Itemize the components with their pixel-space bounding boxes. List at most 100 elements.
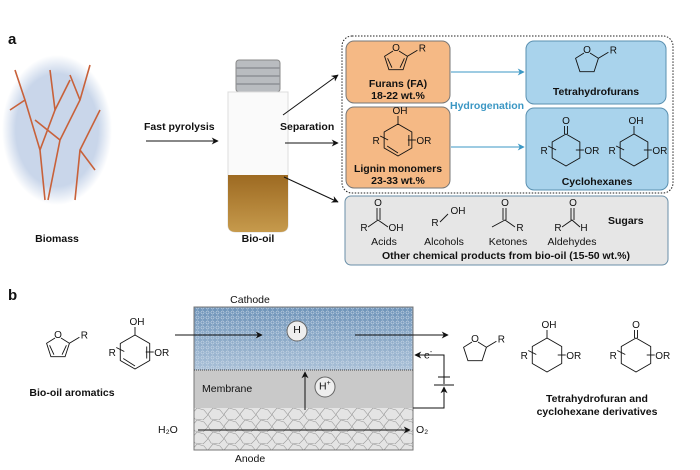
atom-label: R (419, 43, 426, 54)
alcohol-structure: R OH (431, 206, 465, 229)
tetrahydrofurans-box (525, 40, 667, 105)
atom-label: OR (566, 351, 581, 362)
ketone-structure: OR (491, 198, 524, 234)
phenol-structure-b: OH R OR (109, 317, 169, 370)
hydrogenation-label: Hydrogenation (450, 100, 525, 112)
membrane-label: Membrane (202, 383, 253, 395)
atom-label: O (54, 330, 62, 341)
separation-label: Separation (280, 121, 335, 133)
atom-label: OH (130, 317, 145, 328)
atom-label: R (610, 45, 617, 56)
h-plus-label: H+ (319, 380, 331, 393)
furans-name: Furans (FA) (368, 78, 428, 90)
atom-label: OR (655, 351, 670, 362)
electron-charge: - (429, 349, 433, 356)
h-plus-symbol: H (319, 380, 327, 393)
atom-label: OR (154, 348, 169, 359)
electron-circuit-lower (413, 386, 448, 409)
h-plus-charge: + (326, 380, 331, 387)
cyclohexanes-label: Cyclohexanes (561, 176, 633, 188)
atom-label: O (562, 116, 570, 127)
atom-label: R (541, 146, 548, 157)
atom-label: R (610, 351, 617, 362)
anode-label: Anode (234, 453, 266, 465)
sugars-label: Sugars (608, 215, 644, 227)
aldehydes-label: Aldehydes (547, 236, 597, 248)
water-label: H₂O (158, 424, 178, 436)
h-plus-circle (314, 376, 336, 398)
atom-label: OR (584, 146, 599, 157)
lignin-amount: 23-33 wt.% (371, 175, 425, 187)
atom-label: O (583, 45, 591, 56)
acids-label: Acids (371, 236, 397, 248)
atom-label: O (471, 334, 479, 345)
dotted-group-box (341, 35, 674, 194)
panel-label-b: b (8, 287, 18, 304)
bio-oil-label: Bio-oil (241, 233, 275, 245)
fast-pyrolysis-label: Fast pyrolysis (144, 121, 215, 133)
electron-circuit-upper (414, 351, 445, 384)
cyclohexanol-structure-b: OH R OR (521, 320, 581, 373)
alcohols-label: Alcohols (424, 236, 464, 248)
atom-label: O (632, 320, 640, 331)
furans-box (345, 40, 451, 104)
ketones-label: Ketones (488, 236, 528, 248)
aldehyde-structure: O R H (554, 198, 587, 234)
biomass-label: Biomass (35, 233, 79, 245)
atom-label: H (580, 223, 587, 234)
atom-label: R (516, 223, 523, 234)
products-label-line2: cyclohexane derivatives (536, 406, 658, 418)
atom-label: O (374, 198, 382, 209)
atom-label: R (498, 334, 505, 345)
atom-label: OH (393, 106, 408, 117)
atom-label: OH (451, 206, 466, 217)
atom-label: R (554, 223, 561, 234)
other-products-box (344, 195, 669, 266)
atom-label: R (609, 146, 616, 157)
arrow-to-furans (282, 74, 339, 116)
cyclohexanes-box (525, 107, 669, 191)
biomass-image (2, 55, 112, 205)
h-atom-label: H (293, 324, 301, 336)
atom-label: R (109, 348, 116, 359)
atom-label: OH (629, 116, 644, 127)
cyclohexanol-structure: OH R OR (609, 116, 667, 167)
electron-symbol: e (424, 349, 430, 362)
atom-label: O (569, 198, 577, 209)
other-products-caption: Other chemical products from bio-oil (15… (382, 250, 630, 262)
lignin-box (345, 106, 451, 189)
acid-structure: O R OH (360, 198, 403, 234)
atom-label: R (360, 223, 367, 234)
bio-oil-vial (227, 59, 289, 233)
atom-label: O (392, 43, 400, 54)
atom-label: OR (416, 136, 431, 147)
furans-amount: 18-22 wt.% (371, 90, 425, 102)
arrow-to-other (283, 176, 339, 203)
reactants-label: Bio-oil aromatics (29, 387, 115, 399)
atom-label: R (521, 351, 528, 362)
panel-label-a: a (8, 31, 17, 48)
atom-label: R (431, 218, 438, 229)
oxygen-label: O₂ (416, 424, 429, 436)
atom-label: R (81, 330, 88, 341)
atom-label: O (501, 198, 509, 209)
atom-label: OR (652, 146, 667, 157)
atom-label: OH (542, 320, 557, 331)
cathode-label: Cathode (230, 294, 270, 306)
h-atom-circle (286, 320, 308, 342)
battery-icon (434, 376, 454, 386)
electron-label: e- (424, 349, 432, 362)
products-label-line1: Tetrahydrofuran and (546, 393, 648, 405)
atom-label: OH (389, 223, 404, 234)
lignin-name: Lignin monomers (353, 163, 443, 175)
